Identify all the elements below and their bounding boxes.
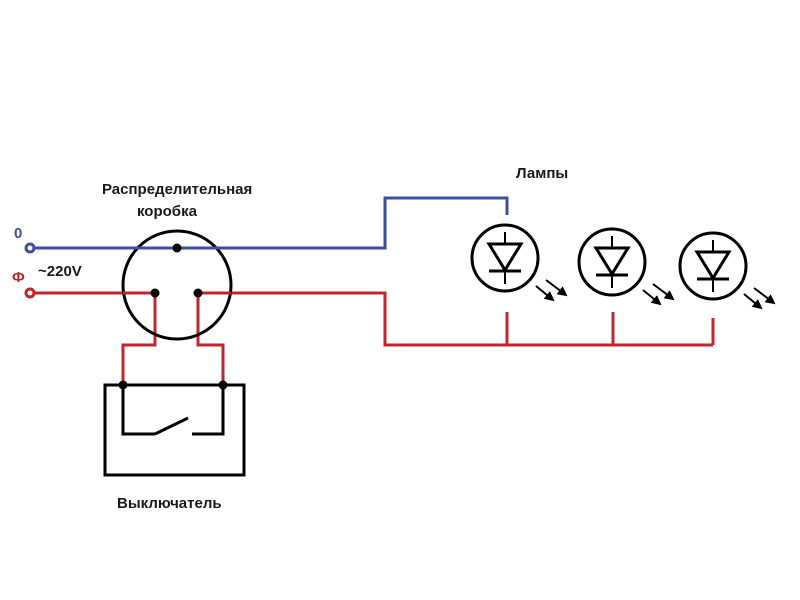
lamp-1 [470,223,568,302]
phase-terminal [24,287,36,299]
junction-box [121,229,233,341]
neutral-wire-path [34,196,509,250]
junction-box-label-line2: коробка [137,203,198,220]
lamp-2-diode-icon [593,246,631,277]
switch-feed-wire [121,293,157,385]
switch-return-wire [196,293,225,385]
phase-label: Ф [12,269,25,286]
neutral-terminal [24,242,36,254]
lamp-3-bulb-icon [678,231,748,301]
lamp-feed-wire [198,291,713,347]
lamp-2 [577,227,675,306]
lamp-2-light-arrow-1 [642,289,662,306]
junction-box-label-line1: Распределительная [102,181,252,198]
lamp-1-light-arrow-1 [535,285,555,302]
switch-label: Выключатель [117,495,222,512]
lamps-label: Лампы [516,165,568,182]
phase-wire [24,287,715,385]
junction-node-phase-in [150,288,160,298]
switch-contact-right [192,385,225,436]
lamp-3-light-arrow-2 [753,287,776,305]
lamp-3-light-arrow-1 [743,293,763,310]
lamp-1-diode-icon [486,242,524,273]
switch-node-left [118,380,128,390]
voltage-label: ~220V [38,263,82,280]
switch-contact-left [121,385,155,436]
neutral-wire [24,196,509,254]
lamp-1-bulb-icon [470,223,540,293]
junction-box-outline [121,229,233,341]
switch-lever [154,416,189,436]
junction-node-phase-out [193,288,203,298]
lamp-2-light-arrow-2 [652,283,675,301]
switch-housing [103,383,246,477]
lamp-3-diode-icon [694,250,732,281]
neutral-label: 0 [14,225,22,242]
lamp-3 [678,231,776,310]
lamp-2-bulb-icon [577,227,647,297]
lamp-1-light-arrow-2 [545,279,568,297]
switch [103,380,246,477]
switch-node-right [218,380,228,390]
junction-node-neutral [172,243,182,253]
